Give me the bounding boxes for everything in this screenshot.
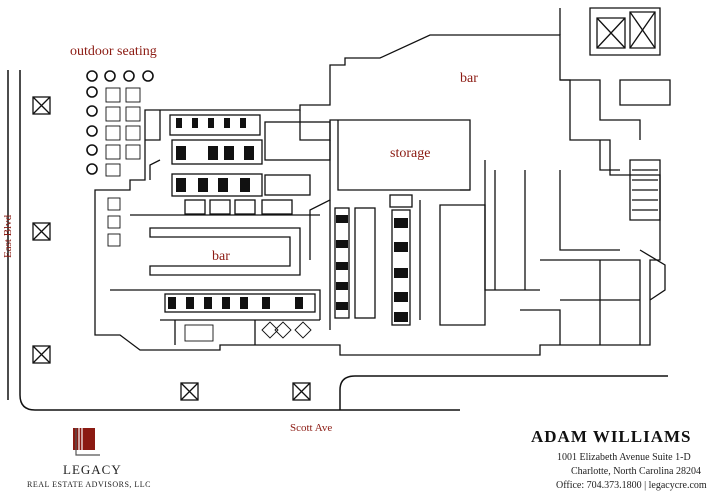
- scott-ave-label: Scott Ave: [290, 422, 333, 434]
- agent-name: ADAM WILLIAMS: [531, 427, 692, 446]
- legacy-name: LEGACY: [63, 462, 122, 477]
- legacy-logo-mark: [73, 428, 100, 456]
- phone-web: Office: 704.373.1800 | legacycre.com: [556, 480, 707, 491]
- address-line1: 1001 Elizabeth Avenue Suite 1-D: [557, 452, 691, 463]
- bar-top-label: bar: [460, 71, 478, 86]
- east-blvd-label: East Blvd: [2, 214, 14, 258]
- legacy-subtitle: REAL ESTATE ADVISORS, LLC: [27, 480, 152, 489]
- outdoor-seating-label: outdoor seating: [70, 44, 157, 59]
- address-line2: Charlotte, North Carolina 28204: [571, 466, 701, 477]
- storage-label: storage: [390, 146, 431, 161]
- bar-main-label: bar: [212, 249, 230, 264]
